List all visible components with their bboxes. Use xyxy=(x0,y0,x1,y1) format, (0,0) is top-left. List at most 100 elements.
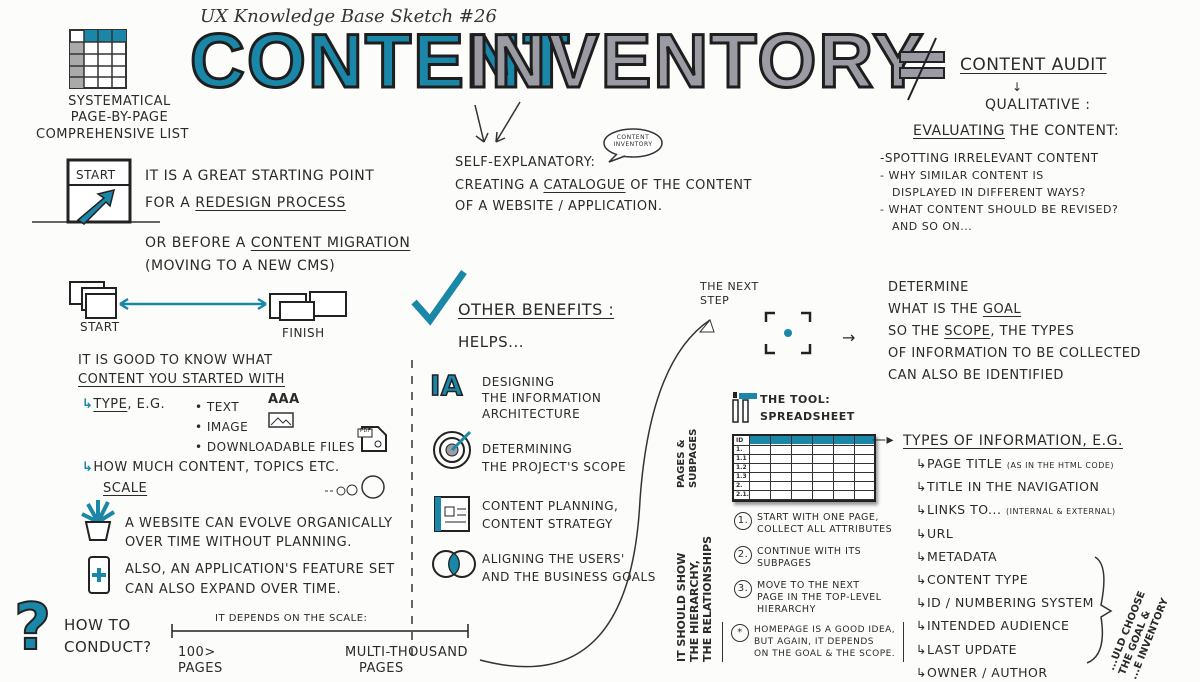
sub-arrow-icon: ↳ xyxy=(916,618,927,634)
type-item: • DOWNLOADABLE FILES xyxy=(195,440,355,454)
text: SO THE SCOPE, THE TYPES xyxy=(888,321,1141,343)
focus-icon xyxy=(764,311,812,355)
row-id: ID xyxy=(736,437,744,444)
type-item: • IMAGE xyxy=(195,420,249,434)
spreadsheet-column xyxy=(791,436,792,500)
text: DETERMINING xyxy=(482,442,573,456)
type-label: LAST UPDATE xyxy=(926,641,1018,657)
pages-subpages-label: PAGES & SUBPAGES xyxy=(676,428,699,488)
text: PAGES xyxy=(178,661,223,677)
door-label: START xyxy=(76,168,116,182)
text: HOW MUCH CONTENT, TOPICS ETC. xyxy=(93,460,340,475)
row-id: 2. xyxy=(736,482,743,489)
spreadsheet-column xyxy=(749,436,750,500)
text: OF INFORMATION TO BE COLLECTED xyxy=(888,346,1141,361)
start-line4: (MOVING TO A NEW CMS) xyxy=(145,258,336,274)
helps: HELPS... xyxy=(458,333,524,351)
type-of-information-item: ↳CONTENT TYPE xyxy=(916,572,1028,588)
text: FOR A xyxy=(145,195,196,211)
type-label: METADATA xyxy=(926,548,998,564)
spreadsheet-column xyxy=(812,436,813,500)
type-of-information-item: ↳METADATA xyxy=(916,549,997,565)
evolve-line2: OVER TIME WITHOUT PLANNING. xyxy=(125,535,352,550)
text: THE TOOL: xyxy=(760,393,831,406)
tool-label: THE TOOL: SPREADSHEET xyxy=(760,391,855,425)
types-list: • TEXT • IMAGE • DOWNLOADABLE FILES xyxy=(195,397,355,457)
app-line2: CAN ALSO EXPAND OVER TIME. xyxy=(125,582,342,597)
evolve-line1: A WEBSITE CAN EVOLVE ORGANICALLY xyxy=(125,516,393,531)
type-label: LINKS TO... xyxy=(926,502,1002,518)
text: CONTENT STRATEGY xyxy=(482,517,613,531)
type-of-information-item: ↳LAST UPDATE xyxy=(916,642,1017,658)
sub-arrow-icon: ↳ xyxy=(916,595,927,611)
how-much: ↳HOW MUCH CONTENT, TOPICS ETC. xyxy=(82,460,340,475)
text: CREATING A xyxy=(455,178,544,193)
tool-icon xyxy=(732,392,757,423)
text: START WITH ONE PAGE, xyxy=(757,512,879,523)
sub-arrow-icon: ↳ xyxy=(916,502,927,518)
row-id: 2.1. xyxy=(736,491,749,498)
migration-pages-icon xyxy=(69,281,347,321)
finish-label: FINISH xyxy=(282,326,325,340)
benefit-item: CONTENT PLANNING,CONTENT STRATEGY xyxy=(482,497,618,533)
text: SPREADSHEET xyxy=(760,410,855,423)
know-line1: IT IS GOOD TO KNOW WHAT xyxy=(78,353,273,368)
conduct: CONDUCT? xyxy=(64,638,152,656)
type-note: (INTERNAL & EXTERNAL) xyxy=(1005,507,1116,517)
text: STEP xyxy=(700,293,730,307)
start-line2: FOR A REDESIGN PROCESS xyxy=(145,195,346,213)
text: OR BEFORE A xyxy=(145,235,251,251)
text: THE INFORMATION xyxy=(482,391,602,405)
checkmark-icon xyxy=(411,269,467,326)
file-icon-label: PDF xyxy=(360,428,372,434)
row-id: 1.1 xyxy=(736,455,747,462)
divider-dotted xyxy=(411,360,413,660)
text: COLLECT ALL ATTRIBUTES xyxy=(757,524,893,535)
text: THE PROJECT'S SCOPE xyxy=(482,460,627,474)
spreadsheet-row: 1.2 xyxy=(734,463,874,473)
qualitative: QUALITATIVE : xyxy=(985,97,1091,113)
goal-block: DETERMINE WHAT IS THE GOAL SO THE SCOPE,… xyxy=(888,277,1141,387)
scope: SCOPE xyxy=(944,324,991,339)
right-arrow-icon: → xyxy=(842,328,856,347)
definition-line2: CREATING A CATALOGUE OF THE CONTENT xyxy=(455,178,752,194)
brace-icon xyxy=(1086,556,1113,664)
audit-item: DISPLAYED IN DIFFERENT WAYS? xyxy=(892,186,1086,199)
benefit-item: ALIGNING THE USERS'AND THE BUSINESS GOAL… xyxy=(482,550,656,586)
definition-line3: OF A WEBSITE / APPLICATION. xyxy=(455,199,663,214)
app-line1: ALSO, AN APPLICATION'S FEATURE SET xyxy=(125,562,395,577)
scale-line xyxy=(171,624,469,638)
type-label: URL xyxy=(926,525,954,541)
content-migration: CONTENT MIGRATION xyxy=(250,235,411,251)
start-line1: IT IS A GREAT STARTING POINT xyxy=(145,168,375,184)
bubble-text: CONTENT INVENTORY xyxy=(613,134,653,148)
content-audit: CONTENT AUDIT xyxy=(960,55,1107,75)
file-icon xyxy=(357,426,387,452)
text: DETERMINE xyxy=(888,280,969,295)
sketch-subtitle: UX Knowledge Base Sketch #26 xyxy=(200,6,497,27)
intro-text: SYSTEMATICAL PAGE-BY-PAGE COMPREHENSIVE … xyxy=(36,94,189,143)
text: SO THE xyxy=(888,324,945,339)
sub-arrow-icon: ↳ xyxy=(916,548,927,564)
spreadsheet-row: 1.3 xyxy=(734,472,874,482)
type-item: • TEXT xyxy=(195,400,240,414)
text: ARCHITECTURE xyxy=(482,407,581,421)
text: THE CONTENT: xyxy=(1004,123,1120,139)
type-label: TYPE xyxy=(93,397,128,412)
row-id: 1.3 xyxy=(736,473,747,480)
audit-item: - WHAT CONTENT SHOULD BE REVISED? xyxy=(880,203,1119,216)
sub-arrow-icon: ↳ xyxy=(916,664,927,680)
text: THE NEXT xyxy=(700,280,759,293)
row-id: 1.2 xyxy=(736,464,747,471)
text: HOMEPAGE IS A GOOD IDEA, xyxy=(754,625,896,635)
benefit-item: DETERMINING THE PROJECT'S SCOPE xyxy=(482,440,626,476)
text-icon: AAA xyxy=(268,392,300,407)
type-of-information-item: ↳OWNER / AUTHOR xyxy=(916,665,1048,681)
row-id: 1. xyxy=(736,446,743,453)
intro-line: SYSTEMATICAL xyxy=(68,94,171,109)
target-icon xyxy=(433,430,472,469)
spreadsheet-row: ID xyxy=(734,436,874,446)
